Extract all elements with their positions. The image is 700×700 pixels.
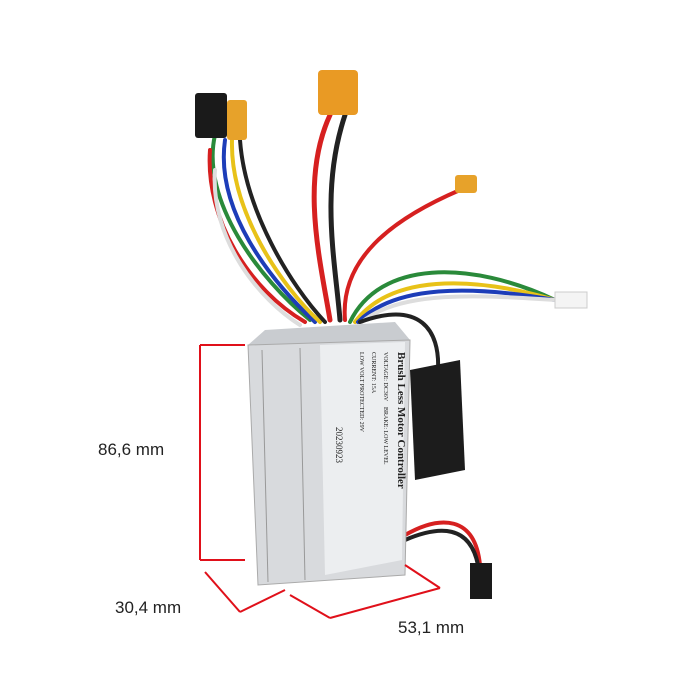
label-sticker <box>320 342 405 575</box>
hall-connector <box>554 291 588 309</box>
label-line: VOLTAGE: DC36V <box>382 352 388 402</box>
wire-bundle <box>207 112 557 567</box>
label-date: 20230923 <box>334 427 344 464</box>
bluetooth-module <box>410 360 465 480</box>
label-line: BRAKE: LOW LEVEL <box>382 407 388 465</box>
label-line: LOW VOLT PROTECTED: 29V <box>358 352 364 433</box>
width-dimension-label: 53,1 mm <box>398 618 465 637</box>
depth-dimension-label: 30,4 mm <box>115 598 182 617</box>
dimension-lines <box>199 344 441 619</box>
signal-connector-plug <box>227 100 247 140</box>
motor-connector <box>455 175 477 193</box>
label-line: CURRENT: 15A <box>370 352 376 394</box>
signal-connector <box>195 93 227 138</box>
label-title: Brush Less Motor Controller <box>395 352 407 489</box>
height-dimension-label: 86,6 mm <box>98 440 165 459</box>
light-connector <box>470 563 492 599</box>
battery-connector <box>318 70 358 115</box>
